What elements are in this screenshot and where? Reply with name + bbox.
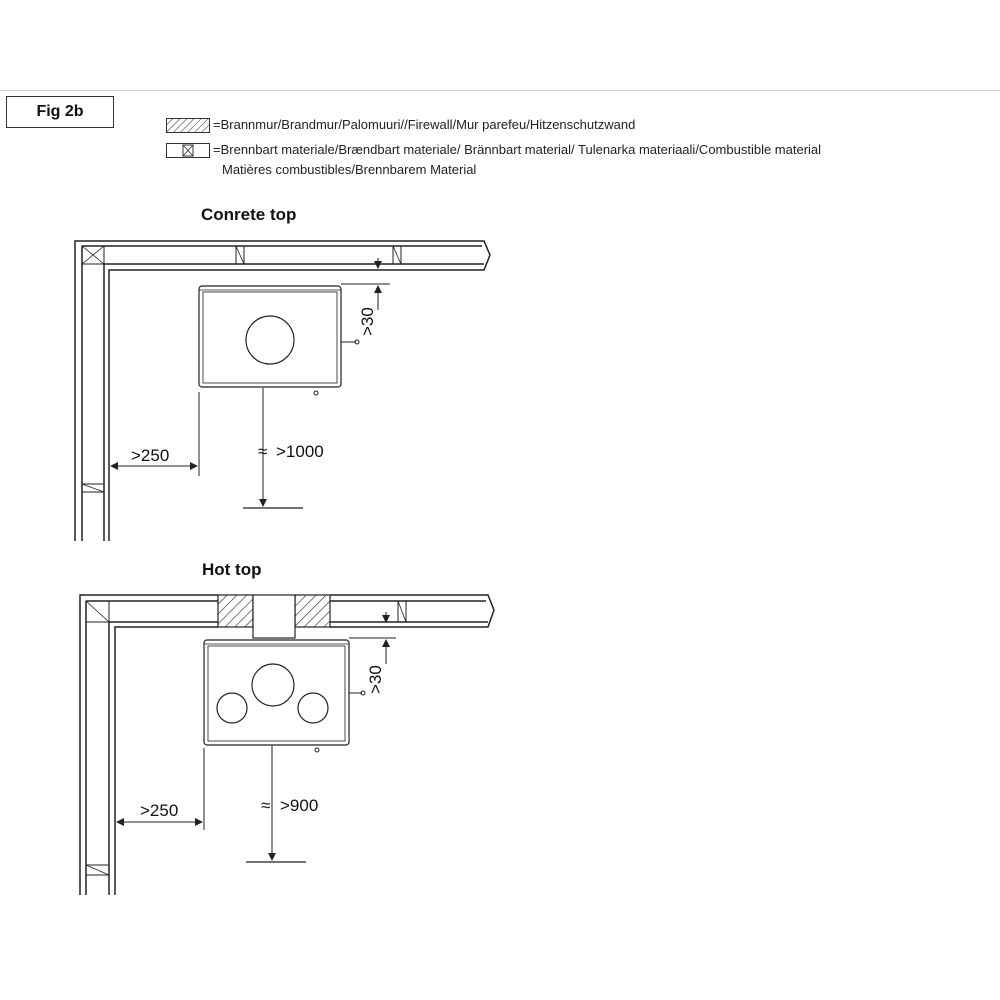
hot-dim-front: >900: [280, 796, 319, 815]
concrete-dim-front: >1000: [276, 442, 324, 461]
hot-appliance: [203, 639, 366, 753]
hot-dim-side: >250: [140, 801, 179, 820]
hot-dim-top: >30: [366, 665, 385, 694]
firewall-legend-swatch: [166, 118, 210, 133]
concrete-dim-top: >30: [358, 307, 377, 336]
firewall-legend-text: =Brannmur/Brandmur/Palomuuri//Firewall/M…: [213, 117, 636, 132]
figure-label: Fig 2b: [6, 96, 114, 128]
hot-top-title: Hot top: [202, 560, 262, 579]
header-divider: [0, 90, 1000, 91]
concrete-approx-symbol: ≈: [258, 442, 268, 461]
concrete-top-drawing: [74, 240, 491, 541]
hot-top-drawing: [79, 594, 495, 895]
hot-approx-symbol: ≈: [261, 796, 271, 815]
combustible-legend-text-1: =Brennbart materiale/Brændbart materiale…: [213, 142, 822, 157]
concrete-appliance: [198, 285, 360, 396]
hot-ceiling: [79, 594, 495, 895]
concrete-ceiling: [74, 240, 491, 541]
concrete-top-title: Conrete top: [201, 205, 297, 224]
combustible-legend-swatch: [166, 143, 210, 158]
concrete-dim-side: >250: [131, 446, 170, 465]
combustible-legend-text-2: Matières combustibles/Brennbarem Materia…: [222, 162, 477, 177]
